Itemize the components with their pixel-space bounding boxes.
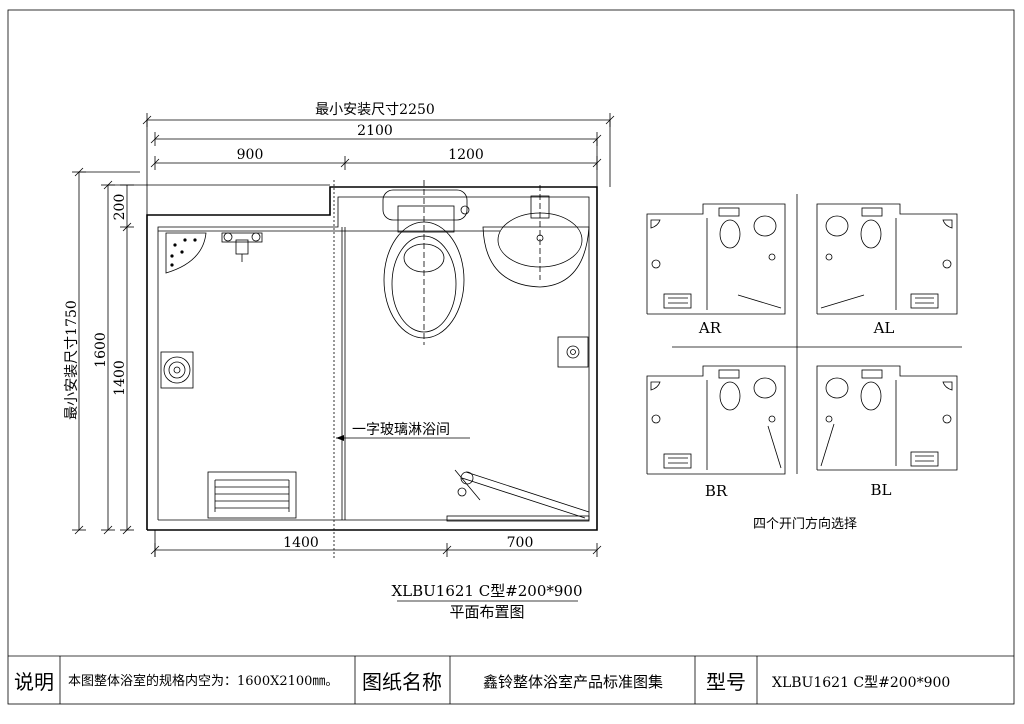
shower-mixer (221, 232, 263, 262)
drawing-name: 鑫铃整体浴室产品标准图集 (483, 673, 663, 691)
drawing-name-header: 图纸名称 (362, 670, 442, 694)
outer-wall (146, 186, 598, 531)
variant-br-label: BR (705, 482, 728, 500)
model-value: XLBU1621 C型#200*900 (772, 675, 950, 691)
toilet (382, 180, 470, 345)
desc-text: 本图整体浴室的规格内空为：1600X2100㎜。 (68, 673, 338, 689)
dimensions: 最小安装尺寸2250 2100 900 1200 最小安装尺寸1750 1600… (64, 102, 615, 557)
variants-caption: 四个开门方向选择 (753, 516, 857, 532)
dim-overall-width: 2100 (357, 123, 393, 139)
main-plan: 一字玻璃淋浴间 (146, 180, 598, 560)
sheet-border (7, 9, 1015, 705)
dim-bottom-right: 700 (507, 535, 534, 551)
variant-bl: BL (816, 365, 958, 499)
model-header: 型号 (706, 670, 746, 694)
model-title: XLBU1621 C型#200*900 (391, 582, 582, 600)
plan-subtitle: 平面布置图 (449, 603, 524, 621)
shower-bench (207, 471, 297, 519)
dim-height-1400: 1400 (112, 360, 128, 396)
dim-min-install-height: 最小安装尺寸1750 (64, 300, 80, 420)
dim-left-top: 900 (237, 147, 264, 163)
variant-br: BR (646, 365, 786, 500)
corner-shelf (165, 232, 207, 274)
variants: AR AL (646, 194, 962, 532)
variant-al: AL (816, 203, 958, 337)
dim-min-install-width: 最小安装尺寸2250 (315, 102, 435, 118)
dim-bottom-left: 1400 (283, 535, 319, 551)
shower-label: 一字玻璃淋浴间 (352, 421, 450, 438)
variant-ar: AR (646, 203, 786, 337)
inner-wall (157, 196, 590, 520)
desc-header: 说明 (14, 670, 54, 694)
floor-drain (160, 351, 194, 389)
variant-ar-label: AR (698, 319, 722, 337)
dim-offset-200: 200 (112, 194, 128, 221)
small-floor-drain (557, 336, 589, 368)
variant-bl-label: BL (871, 481, 892, 499)
wash-basin (482, 185, 590, 288)
dim-height-1600: 1600 (93, 332, 109, 368)
glass-shower-door (446, 469, 590, 522)
dim-right-top: 1200 (448, 147, 484, 163)
variant-al-label: AL (873, 319, 895, 337)
title-block: 说明 本图整体浴室的规格内空为：1600X2100㎜。 图纸名称 鑫铃整体浴室产… (14, 656, 950, 704)
